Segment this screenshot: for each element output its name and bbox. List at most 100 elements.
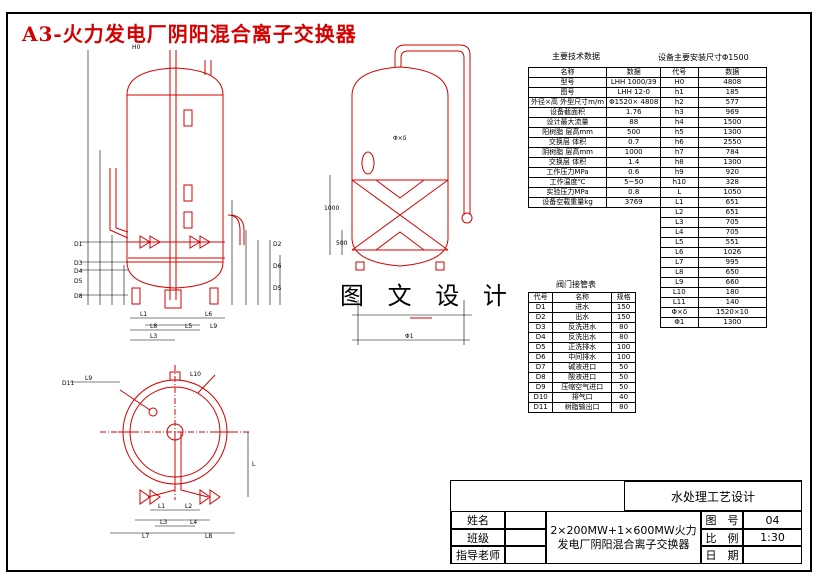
tech-row-cell: 阳树脂 层高mm [527, 127, 608, 138]
scale-value: 1:30 [743, 529, 802, 546]
pipe-table-caption: 阀门接管表 [556, 280, 596, 289]
tech-header-name: 名称 [527, 67, 608, 78]
pipe-header-code: 代号 [527, 292, 554, 303]
tech-row-cell: 设备截面积 [527, 107, 608, 118]
dim-row-cell: 4808 [697, 77, 768, 88]
label-h0: H0 [132, 44, 141, 51]
dim-row-cell: h5 [660, 127, 699, 138]
pipe-row-cell: 50 [611, 372, 636, 383]
pipe-row-cell: 进水 [552, 302, 613, 313]
tech-row-cell: 交换层 体积 [527, 137, 608, 148]
pipe-row-cell: D8 [527, 372, 554, 383]
tech-row-cell: Φ1520× 4808 [606, 97, 662, 108]
label-bottom-dim-3: L5 [185, 323, 192, 330]
label-right-code-2: D5 [273, 285, 282, 292]
pipe-row-cell: 压缩空气进口 [552, 382, 613, 393]
label-bottom-dim-5: L9 [210, 323, 217, 330]
project-name: 水处理工艺设计 [624, 481, 802, 511]
tech-row-cell: LHH 12-0 [606, 87, 662, 98]
pipe-header-spec: 规格 [611, 292, 636, 303]
dim-row-cell: h2 [660, 97, 699, 108]
dim-row-cell: h8 [660, 157, 699, 168]
pipe-row-cell: D5 [527, 342, 554, 353]
dim-row-cell: 1300 [697, 317, 768, 328]
dim-row-cell: h3 [660, 107, 699, 118]
dim-row-cell: L10 [660, 287, 699, 298]
dim-row-cell: 660 [697, 277, 768, 288]
class-value-cell [505, 529, 546, 546]
name-value-cell [505, 511, 546, 529]
pipe-header-name: 名称 [552, 292, 613, 303]
dim-row-cell: 995 [697, 257, 768, 268]
dim-row-cell: 1300 [697, 127, 768, 138]
date-label: 日 期 [701, 546, 743, 564]
pipe-row-cell: 中间排水 [552, 352, 613, 363]
teacher-label: 指导老师 [451, 546, 505, 564]
drawing-frame [6, 12, 812, 572]
pipe-row-cell: 酸液进口 [552, 372, 613, 383]
dim-row-cell: 650 [697, 267, 768, 278]
pipe-row-cell: 80 [611, 332, 636, 343]
dim-row-cell: 1300 [697, 157, 768, 168]
tech-row-cell: LHH 1000/39 [606, 77, 662, 88]
label-plan-7: L3 [160, 519, 167, 526]
pipe-row-cell: 150 [611, 302, 636, 313]
label-left-code-0: D1 [74, 241, 83, 248]
class-label: 班级 [451, 529, 505, 546]
label-plan-9: L8 [205, 533, 212, 540]
dim-row-cell: 185 [697, 87, 768, 98]
dim-row-cell: L2 [660, 207, 699, 218]
dim-row-cell: 180 [697, 287, 768, 298]
dim-row-cell: L4 [660, 227, 699, 238]
fig-no-value: 04 [743, 511, 802, 529]
dim-row-cell: 140 [697, 297, 768, 308]
dim-row-cell: 2550 [697, 137, 768, 148]
pipe-row-cell: 100 [611, 342, 636, 353]
pipe-row-cell: D1 [527, 302, 554, 313]
dim-row-cell: 577 [697, 97, 768, 108]
drawing-title: A3-火力发电厂阴阳混合离子交换器 [22, 22, 357, 46]
pipe-row-cell: 50 [611, 382, 636, 393]
pipe-row-cell: 排气口 [552, 392, 613, 403]
tech-row-cell: 工作温度℃ [527, 177, 608, 188]
label-plan-1: L9 [85, 375, 92, 382]
dim-row-cell: 1500 [697, 117, 768, 128]
tech-row-cell: 0.6 [606, 167, 662, 178]
pipe-row-cell: D9 [527, 382, 554, 393]
dim-row-cell: L11 [660, 297, 699, 308]
drawing-title-cell: 2×200MW+1×600MW火力发电厂阴阳混合离子交换器 [546, 511, 701, 564]
tech-row-cell: 500 [606, 127, 662, 138]
tech-row-cell: 5~50 [606, 177, 662, 188]
pipe-row-cell: 50 [611, 362, 636, 373]
dim-row-cell: h10 [660, 177, 699, 188]
